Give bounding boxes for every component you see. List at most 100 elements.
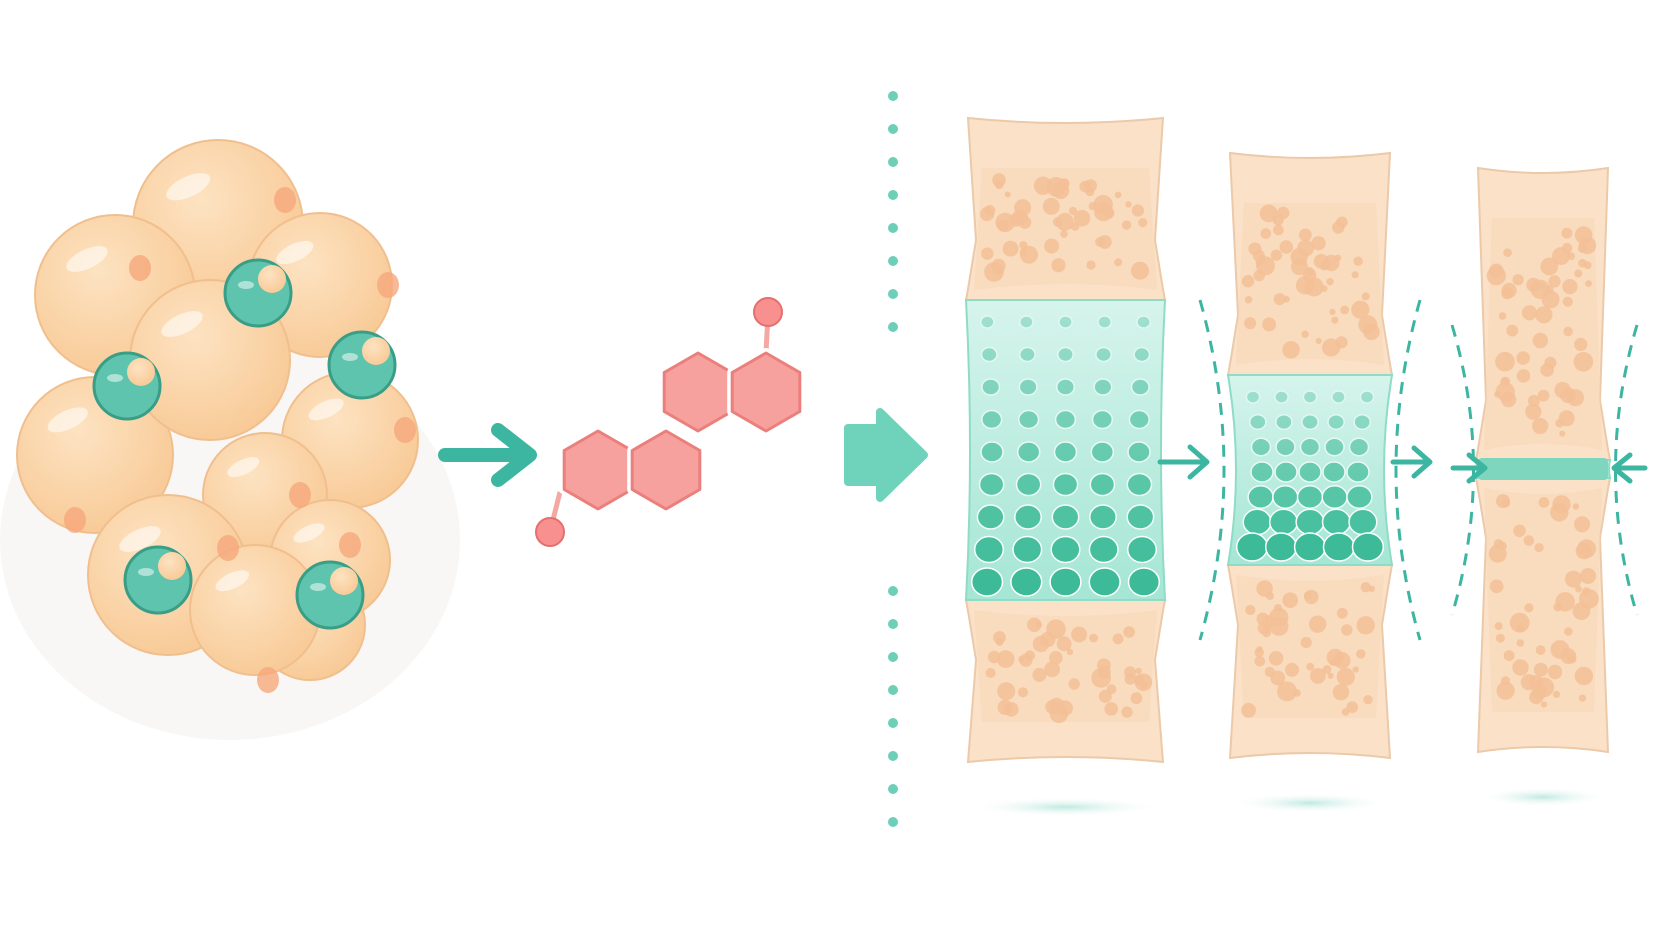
divider-dot — [888, 124, 898, 134]
bone-pore — [1548, 665, 1562, 679]
bone-pore — [1020, 246, 1038, 264]
chondrocyte — [1128, 537, 1157, 563]
chondrocyte — [977, 505, 1003, 529]
bone-pore — [1552, 495, 1570, 513]
bone-pore — [1249, 242, 1262, 255]
bone-pore — [1274, 604, 1282, 612]
bone-pore — [1341, 624, 1352, 635]
bone-pore — [1504, 650, 1515, 661]
chondrocyte — [1303, 391, 1316, 403]
bone-pore — [1122, 220, 1131, 229]
bone-pore — [1330, 659, 1337, 666]
bone-pore — [1115, 192, 1122, 199]
chondrocyte — [1090, 505, 1116, 529]
chondrocyte — [1251, 462, 1273, 482]
bone-pore — [1535, 543, 1544, 552]
bone-pore — [1114, 258, 1122, 266]
chondrocyte — [1250, 415, 1266, 430]
divider-dot — [888, 190, 898, 200]
bone-pore — [1496, 634, 1505, 643]
bone-pore — [1495, 622, 1503, 630]
cell-nucleus — [217, 535, 239, 561]
bone-pore — [1540, 363, 1554, 377]
bone-pore — [1069, 678, 1080, 689]
divider-dot — [888, 718, 898, 728]
bone-pore — [1132, 204, 1144, 216]
divider-dot — [888, 322, 898, 332]
bone-pore — [1255, 656, 1266, 667]
bone-pore — [1098, 665, 1111, 678]
bone-pore — [1333, 684, 1349, 700]
divider-dot — [888, 817, 898, 827]
bone-pore — [980, 207, 994, 221]
bone-pore — [1260, 205, 1278, 223]
bone-pore — [1357, 616, 1375, 634]
arrow-right-icon — [1393, 448, 1430, 476]
bone-pore — [1316, 338, 1322, 344]
bone-pore — [1331, 317, 1338, 324]
bone-pore — [1564, 627, 1573, 636]
arrow-right-icon — [445, 430, 530, 480]
bone-pore — [1356, 649, 1365, 658]
chondrocyte — [1017, 474, 1041, 496]
chondrocyte — [1347, 486, 1372, 509]
chondrocyte — [1137, 316, 1150, 328]
bone-pore — [1533, 333, 1548, 348]
bone-pore — [1262, 628, 1272, 638]
divider-dot — [888, 289, 898, 299]
chondrocyte — [975, 537, 1004, 563]
chondrocyte — [981, 316, 994, 328]
chondrocyte — [1127, 474, 1151, 496]
chondrocyte — [1090, 474, 1114, 496]
bone-pore — [1282, 592, 1298, 608]
bone-pore — [1541, 701, 1547, 707]
chondrocyte — [1094, 379, 1112, 395]
adipose-cell-cluster-icon — [0, 140, 460, 740]
bone-pore — [1502, 283, 1517, 298]
bone-shadow — [1230, 793, 1390, 813]
bone-pore — [1123, 626, 1135, 638]
chondrocyte — [1299, 462, 1321, 482]
bone-pore — [1562, 243, 1572, 253]
chondrocyte — [1275, 391, 1288, 403]
bone-pore — [995, 181, 1004, 190]
bone-pore — [1266, 592, 1274, 600]
chondrocyte — [1128, 442, 1150, 462]
block-arrow-right-icon — [848, 412, 924, 498]
bone-pore — [1362, 292, 1370, 300]
bone-pore — [1536, 645, 1546, 655]
bone-pore — [1113, 634, 1124, 645]
bone-pore — [1532, 418, 1548, 434]
chondrocyte — [981, 442, 1003, 462]
closed-growth-plate-icon — [1452, 168, 1637, 807]
chondrocyte — [1057, 379, 1075, 395]
bone-pore — [1353, 257, 1362, 266]
chondrocyte — [1270, 509, 1298, 534]
chondrocyte — [1349, 509, 1377, 534]
chondrocyte — [1322, 486, 1347, 509]
bone-pore — [1528, 395, 1540, 407]
divider-dot — [888, 91, 898, 101]
bone-pore — [1585, 280, 1592, 287]
bone-pore — [1060, 230, 1068, 238]
bone-pore — [1563, 297, 1573, 307]
bone-pore — [1363, 695, 1372, 704]
bone-pore — [1304, 592, 1312, 600]
bone-pore — [1282, 341, 1299, 358]
chondrocyte — [1127, 505, 1153, 529]
bone-pore — [1051, 258, 1065, 272]
bone-pore — [1562, 279, 1577, 294]
aromatase-enzyme-icon — [225, 260, 291, 326]
chondrocyte — [1353, 533, 1384, 561]
bone-pore — [1540, 258, 1558, 276]
bone-pore — [1074, 210, 1091, 227]
bone-pore — [1516, 351, 1530, 365]
bone-pore — [1277, 207, 1289, 219]
bone-pore — [1280, 240, 1293, 253]
bone-pore — [1134, 675, 1145, 686]
bone-pore — [1573, 602, 1591, 620]
bone-pore — [1575, 226, 1593, 244]
cell-nucleus — [377, 272, 399, 298]
chondrocyte — [1295, 533, 1326, 561]
